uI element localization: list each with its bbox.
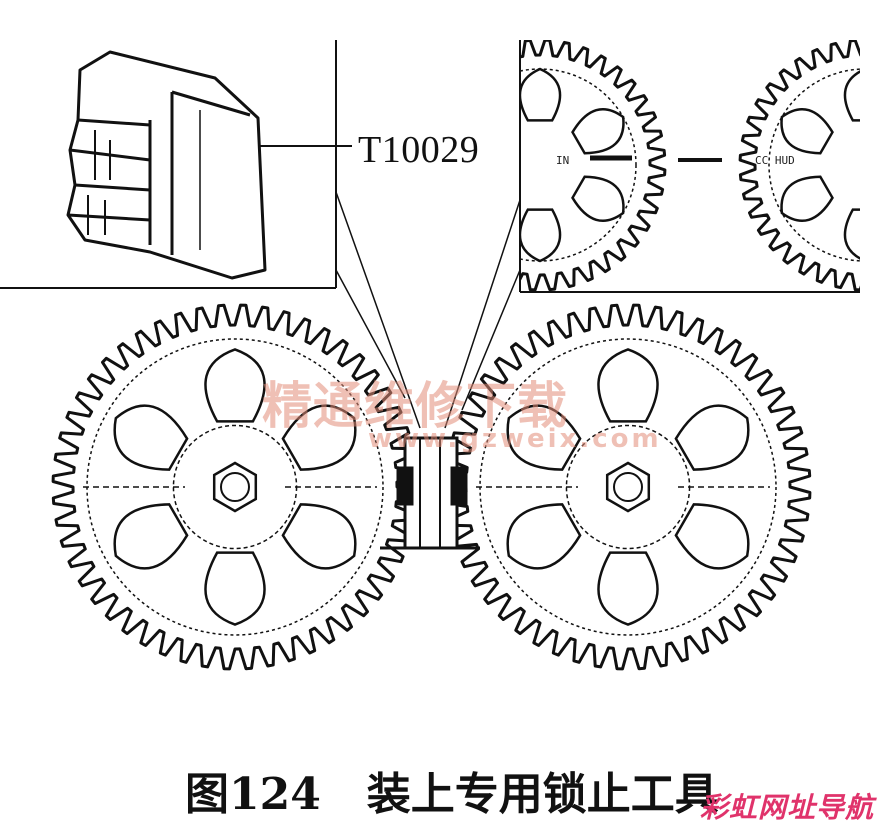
magnification-lines [335, 191, 521, 429]
spoke-window [674, 503, 750, 570]
tool-inset-frame [0, 40, 337, 289]
spoke-window [113, 503, 189, 570]
spoke-window [521, 67, 562, 122]
right-camshaft-gear [444, 303, 812, 671]
detail-gear-right [738, 40, 860, 291]
spoke-window [843, 208, 860, 260]
spoke-window [506, 404, 582, 471]
corner-watermark: 彩虹网址导航 [700, 791, 875, 824]
spoke-window [113, 404, 189, 471]
spoke-window [204, 348, 266, 423]
spoke-window [571, 108, 625, 155]
hub-bolt [220, 472, 250, 502]
spoke-window [204, 551, 266, 626]
spoke-window [674, 404, 750, 471]
spoke-window [843, 70, 860, 122]
gear-teeth [738, 40, 860, 291]
watermark-url: www.gzweix.com [368, 424, 662, 454]
gear-rim [768, 68, 860, 262]
spoke-window [281, 404, 357, 471]
spoke-window [597, 551, 659, 626]
hub-nut [605, 461, 651, 513]
detail-inset: IN CC HUD [457, 40, 860, 293]
gear-teeth [521, 40, 667, 291]
spoke-window [506, 503, 582, 570]
locking-tool-drawing [66, 50, 267, 280]
installed-locking-tool [380, 436, 480, 550]
hub-bolt [613, 472, 643, 502]
detail-label-right: CC HUD [755, 154, 795, 167]
gear-teeth [51, 303, 419, 671]
tool-callout-label: T10029 [358, 129, 480, 171]
spoke-window [780, 108, 834, 155]
figure-caption: 图124 装上专用锁止工具 [185, 769, 719, 820]
spoke-window [780, 175, 834, 222]
spoke-window [521, 208, 562, 263]
left-camshaft-gear [51, 303, 419, 671]
detail-gear-left [457, 40, 667, 291]
spoke-window [597, 348, 659, 423]
detail-gears [457, 40, 860, 291]
spoke-window [281, 503, 357, 570]
spoke-window [571, 175, 625, 222]
watermark-chinese: 精通维修下载 [262, 377, 568, 435]
hub-nut [212, 461, 258, 513]
spoke-window [457, 177, 508, 221]
detail-label-left: IN [556, 154, 569, 167]
